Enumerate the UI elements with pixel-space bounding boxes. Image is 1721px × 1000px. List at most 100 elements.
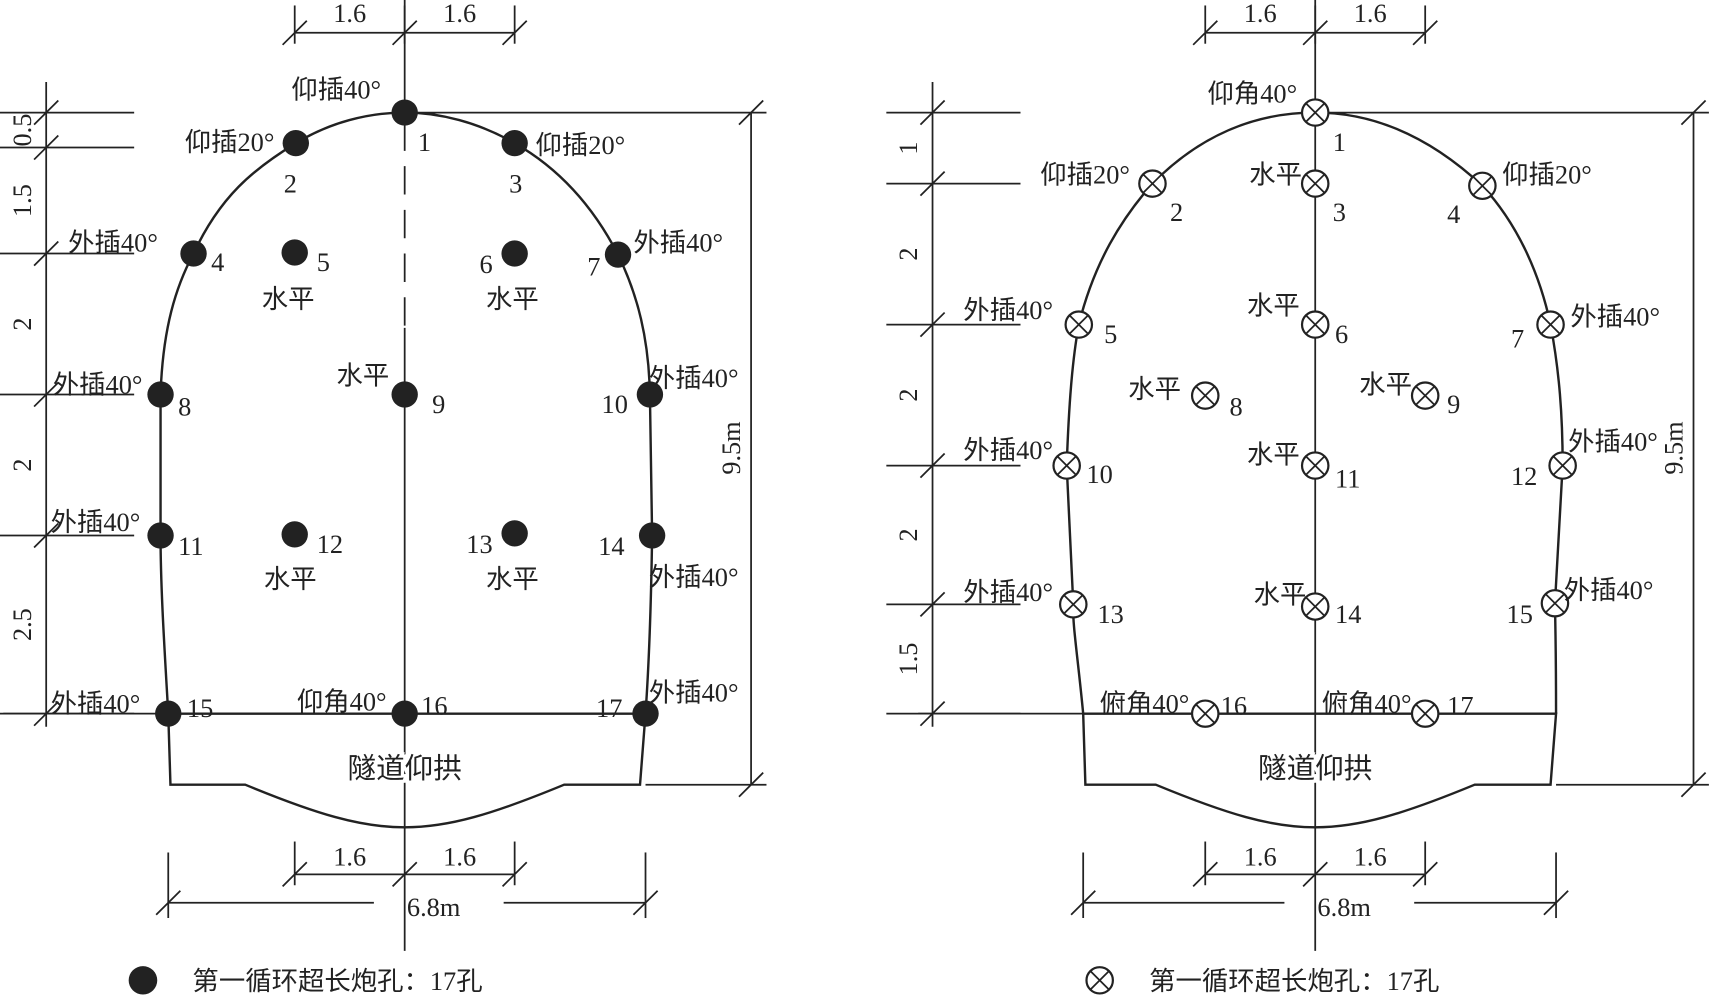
width-dimension-label: 6.8m xyxy=(407,893,461,922)
filled-circle-hole-icon xyxy=(632,700,659,727)
hole-angle-label: 仰插20° xyxy=(536,131,626,160)
invert-label: 隧道仰拱 xyxy=(347,753,461,785)
hole-number: 17 xyxy=(596,694,622,723)
hole-number: 15 xyxy=(1507,600,1533,629)
hole-angle-label: 水平 xyxy=(264,565,317,594)
blast-hole: 6水平 xyxy=(479,240,539,314)
hole-number: 9 xyxy=(432,390,445,419)
dimension-tick xyxy=(738,772,764,798)
hole-angle-label: 外插40° xyxy=(68,228,158,257)
hole-cross xyxy=(1063,594,1084,615)
dimension-tick xyxy=(1680,772,1707,798)
hole-angle-label: 水平 xyxy=(1254,580,1307,609)
hole-angle-label: 仰插20° xyxy=(1502,161,1592,190)
filled-circle-hole-icon xyxy=(501,130,528,157)
filled-circle-hole-icon xyxy=(636,381,664,408)
vertical-dimension-label: 2 xyxy=(894,389,923,402)
hole-cross xyxy=(1305,173,1326,194)
hole-angle-label: 外插40° xyxy=(51,690,141,719)
hole-number: 3 xyxy=(509,169,522,198)
spacing-label-bottom: 1.6 xyxy=(333,843,366,872)
blast-hole: 8 外插40° xyxy=(53,371,192,422)
hole-number: 14 xyxy=(598,532,624,561)
hole-angle-label: 外插40° xyxy=(1568,427,1658,456)
invert-label: 隧道仰拱 xyxy=(1258,753,1372,785)
hole-number: 8 xyxy=(1229,392,1242,421)
hole-number: 4 xyxy=(1447,200,1460,229)
hole-number: 11 xyxy=(1335,465,1360,494)
spacing-label-top: 1.6 xyxy=(443,0,476,28)
hole-angle-label: 外插40° xyxy=(963,578,1053,607)
height-dimension-label: 9.5m xyxy=(717,421,746,475)
hole-number: 7 xyxy=(1511,325,1524,354)
hole-number: 1 xyxy=(1333,128,1346,157)
dimension-tick xyxy=(919,591,946,618)
dimension-tick xyxy=(33,240,59,267)
hole-angle-label: 外插40° xyxy=(1564,576,1654,605)
hole-cross xyxy=(1068,314,1089,335)
vertical-dimension-label: 1.5 xyxy=(894,643,923,676)
hole-number: 15 xyxy=(187,694,213,723)
hole-angle-label: 仰插20° xyxy=(1040,161,1130,190)
hole-number: 8 xyxy=(178,392,191,421)
hole-cross xyxy=(1544,593,1565,614)
hole-number: 12 xyxy=(1511,462,1537,491)
blast-hole: 6水平 xyxy=(1247,292,1348,349)
dimension-tick xyxy=(919,170,946,197)
hole-angle-label: 水平 xyxy=(262,285,315,314)
hole-cross xyxy=(1552,455,1573,476)
hole-angle-label: 外插40° xyxy=(963,436,1053,465)
blast-hole: 12 外插40° xyxy=(1511,427,1658,491)
hole-cross xyxy=(1540,314,1561,335)
hole-cross xyxy=(1056,455,1077,476)
hole-number: 10 xyxy=(602,390,628,419)
legend-filled-circle-icon xyxy=(128,966,158,995)
hole-number: 9 xyxy=(1447,390,1460,419)
blast-hole: 7 外插40° xyxy=(1511,303,1660,354)
filled-circle-hole-icon xyxy=(147,522,174,549)
dimension-tick xyxy=(33,701,59,727)
filled-circle-hole-icon xyxy=(282,130,310,157)
hole-cross xyxy=(1195,703,1216,724)
blast-hole: 9水平 xyxy=(337,362,446,419)
hole-cross xyxy=(1142,173,1163,194)
vertical-dimension-label: 2 xyxy=(894,248,923,261)
dimension-tick xyxy=(33,381,59,408)
dimension-tick xyxy=(919,701,946,727)
hole-cross xyxy=(1305,102,1326,123)
hole-number: 5 xyxy=(317,248,330,277)
hole-angle-label: 俯角40° xyxy=(1322,690,1412,719)
hole-angle-label: 水平 xyxy=(1359,371,1412,400)
hole-angle-label: 外插40° xyxy=(1570,303,1660,332)
filled-circle-hole-icon xyxy=(604,241,632,268)
legend-label: 第一循环超长炮孔：17孔 xyxy=(192,967,482,996)
legend-cross xyxy=(1089,970,1110,991)
filled-circle-hole-icon xyxy=(391,700,418,727)
blast-hole: 3 仰插20° xyxy=(501,130,625,198)
hole-number: 1 xyxy=(418,128,431,157)
hole-number: 16 xyxy=(1221,692,1247,721)
blast-hole: 17 外插40° xyxy=(596,679,739,727)
hole-angle-label: 外插40° xyxy=(53,371,143,400)
filled-circle-hole-icon xyxy=(501,520,528,547)
hole-number: 13 xyxy=(466,530,492,559)
hole-angle-label: 水平 xyxy=(486,285,539,314)
hole-cross xyxy=(1305,596,1326,617)
hole-cross xyxy=(1415,385,1436,406)
filled-circle-hole-icon xyxy=(391,99,418,126)
filled-circle-hole-icon xyxy=(391,381,418,408)
hole-number: 11 xyxy=(178,532,203,561)
hole-angle-label: 外插40° xyxy=(649,679,739,708)
filled-circle-hole-icon xyxy=(180,240,207,267)
